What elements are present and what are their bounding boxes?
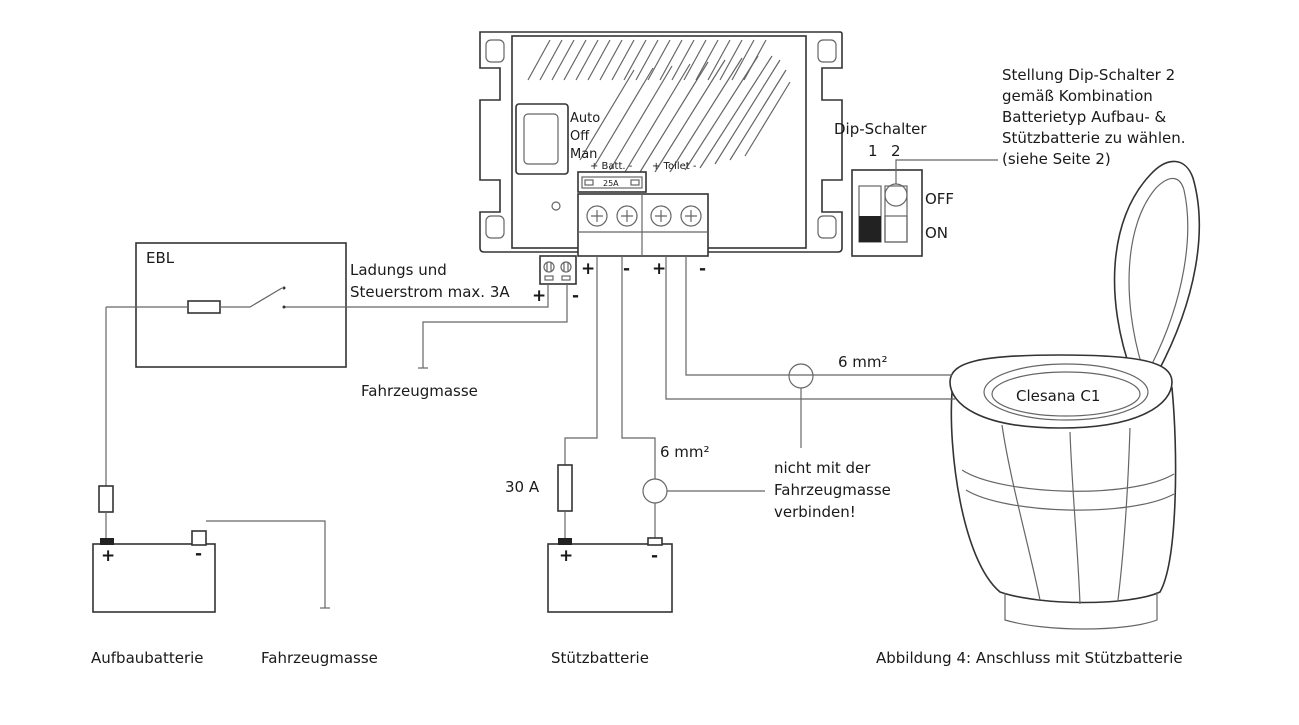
dip-note-line2: gemäß Kombination — [1002, 87, 1153, 105]
mode-switch[interactable] — [515, 103, 569, 175]
dip-num-2: 2 — [891, 142, 901, 160]
caption-vehicle-ground: Fahrzeugmasse — [261, 649, 378, 667]
ebl-box — [135, 242, 347, 368]
support-battery-minus: - — [651, 546, 658, 566]
dip-switch-panel: Dip-Schalter 1 2 OFF ON — [834, 120, 998, 257]
caption-figure: Abbildung 4: Anschluss mit Stützbatterie — [876, 649, 1183, 667]
batt-terminal-label: + Batt. - — [590, 161, 633, 172]
mode-man-label: Man — [570, 147, 597, 162]
power-terminal-block — [577, 193, 709, 257]
fuse-30a-label: 30 A — [505, 478, 540, 496]
toilet-contours — [1001, 424, 1131, 605]
control-minus-sign: - — [572, 286, 579, 306]
dip-note-line3: Batterietyp Aufbau- & — [1002, 108, 1167, 126]
dip-note-line5: (siehe Seite 2) — [1002, 150, 1111, 168]
toilet-lid — [1113, 160, 1201, 375]
dip-note-line4: Stützbatterie zu wählen. — [1002, 129, 1186, 147]
fuse-25a-label: 25A — [603, 179, 619, 188]
house-ground-wire — [206, 520, 326, 608]
toilet-bowl — [950, 387, 1177, 604]
caption-house-battery: Aufbaubatterie — [91, 649, 204, 667]
toilet-cable-minus — [685, 256, 952, 376]
status-led — [551, 201, 561, 211]
control-wire-minus — [422, 284, 568, 368]
ferrite-ring-top — [788, 363, 814, 389]
house-fuse — [98, 485, 114, 513]
ferrite-ring-bottom — [642, 478, 668, 504]
support-battery-plus: + — [559, 546, 573, 566]
vent-slots — [527, 39, 791, 173]
fuse-30a — [557, 464, 573, 512]
ebl-unit: EBL — [106, 242, 347, 368]
batt-plus-sign: + — [581, 259, 595, 279]
support-minus-wire — [621, 256, 656, 479]
mount-hole — [817, 39, 837, 63]
mount-hole — [485, 215, 505, 239]
mode-auto-label: Auto — [570, 111, 600, 126]
dip-switch-1-knob — [859, 216, 881, 242]
dip-num-1: 1 — [868, 142, 878, 160]
toilet-label: Clesana C1 — [1016, 387, 1100, 405]
caption-support-battery: Stützbatterie — [551, 649, 649, 667]
support-plus-wire — [564, 256, 598, 465]
control-wire-plus — [346, 284, 549, 308]
cable-top-label: 6 mm² — [838, 353, 888, 371]
house-battery-plus-terminal — [100, 538, 114, 545]
toilet-lid-inner — [1128, 177, 1189, 367]
mount-hole — [485, 39, 505, 63]
dip-note-line1: Stellung Dip-Schalter 2 — [1002, 66, 1175, 84]
controller-unit: Auto Off Man + Batt. - + Toilet - 25A + … — [479, 31, 843, 306]
house-battery-plus: + — [101, 546, 115, 566]
charge-note-line1: Ladungs und — [350, 261, 447, 279]
support-battery: + - — [547, 537, 673, 613]
warning-line1: nicht mit der — [774, 459, 871, 477]
toilet-band — [961, 469, 1175, 511]
charge-note-line2: Steuerstrom max. 3A — [350, 283, 510, 301]
toilet-clesana-c1: Clesana C1 — [949, 160, 1201, 630]
mode-off-label: Off — [570, 129, 590, 144]
warning-line2: Fahrzeugmasse — [774, 481, 891, 499]
support-battery-plus-terminal — [558, 538, 572, 545]
support-battery-body — [547, 543, 673, 613]
ebl-fuse — [187, 300, 221, 314]
ebl-switch-wiring — [106, 287, 346, 308]
dip-switch-housing — [851, 169, 923, 257]
support-battery-minus-terminal — [647, 537, 663, 546]
toilet-terminal-label: + Toilet - — [652, 161, 697, 172]
dip-title: Dip-Schalter — [834, 120, 927, 138]
cable-bottom-label: 6 mm² — [660, 443, 710, 461]
toilet-base — [1004, 592, 1158, 630]
vehicle-ground-top-label: Fahrzeugmasse — [361, 382, 478, 400]
terminal-screws — [586, 205, 702, 227]
mode-switch-rocker[interactable] — [523, 113, 559, 165]
toilet-cable-plus — [665, 256, 955, 400]
ebl-label: EBL — [146, 249, 175, 267]
house-battery-minus-terminal — [191, 530, 207, 546]
toilet-plus-sign: + — [652, 259, 666, 279]
dip-switch-2-knob — [884, 215, 908, 243]
batt-minus-sign: - — [623, 259, 630, 279]
fuse-25a — [581, 176, 643, 189]
house-battery-minus: - — [195, 544, 202, 564]
control-plus-sign: + — [532, 286, 546, 306]
dip-on-label: ON — [925, 224, 948, 242]
house-battery: + - — [92, 530, 216, 613]
toilet-minus-sign: - — [699, 259, 706, 279]
dip-off-label: OFF — [925, 190, 954, 208]
house-battery-body — [92, 543, 216, 613]
warning-line3: verbinden! — [774, 503, 856, 521]
mount-hole — [817, 215, 837, 239]
